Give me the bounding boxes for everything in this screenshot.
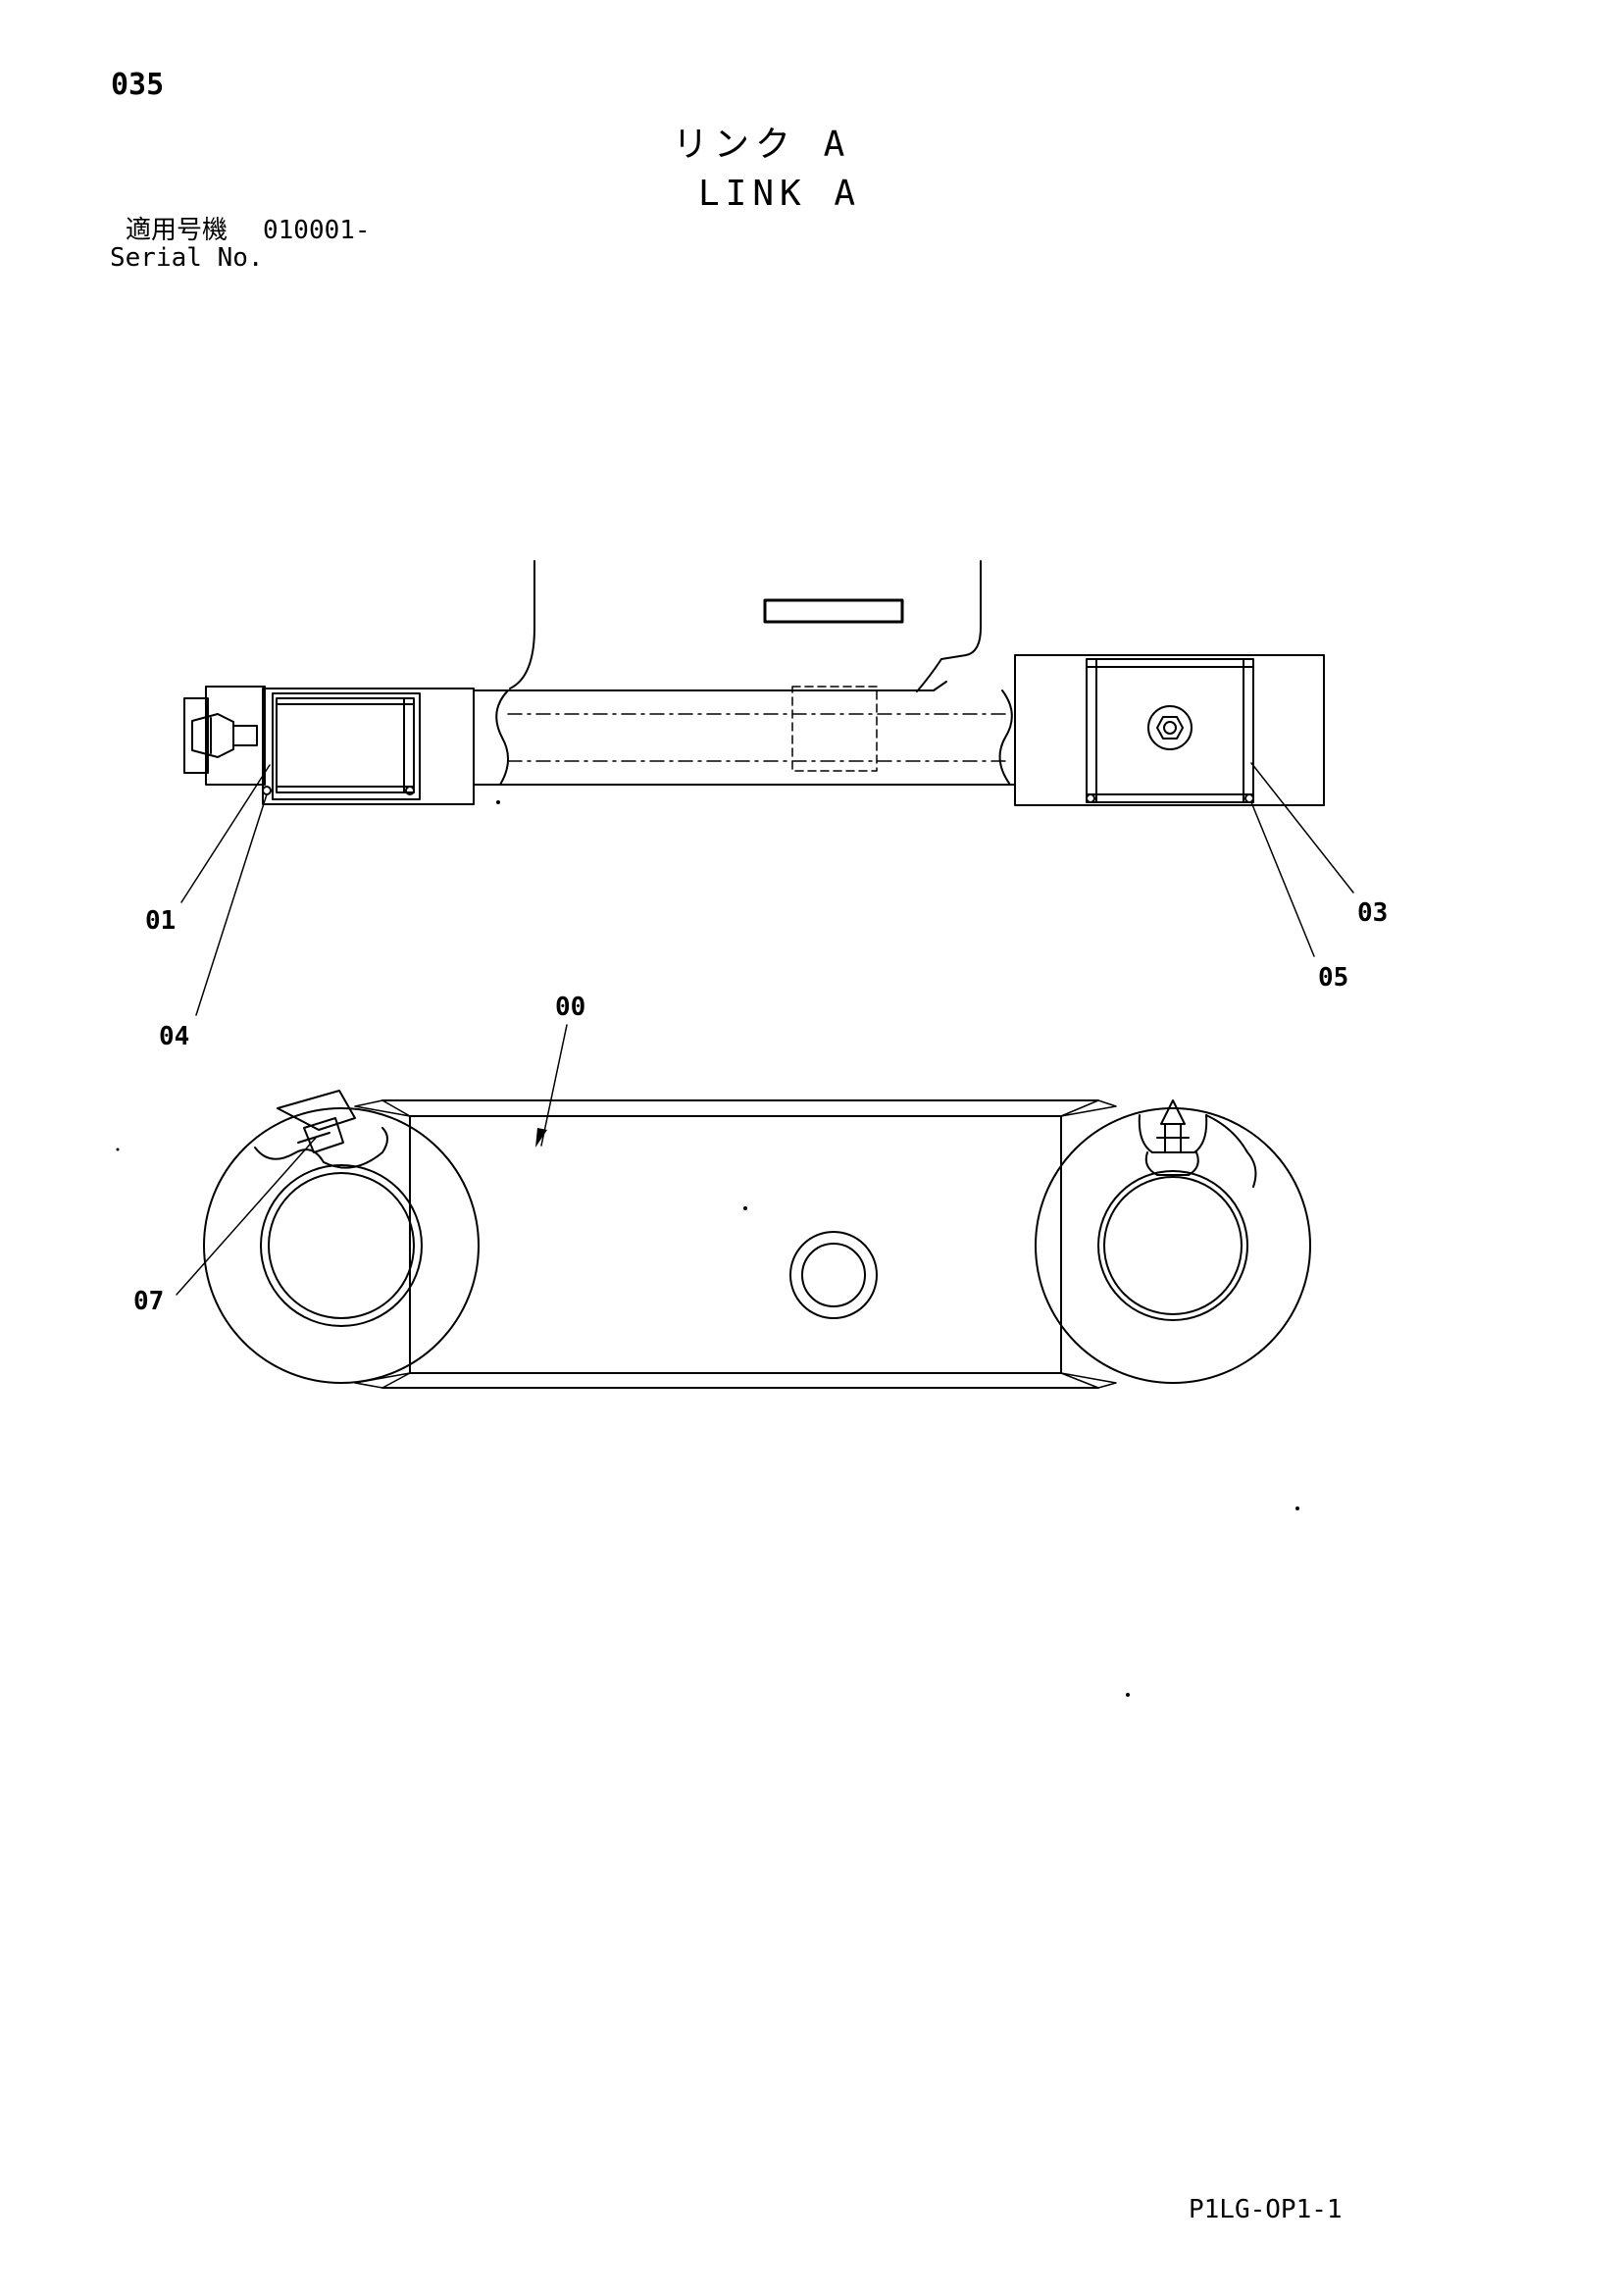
callout-04: 04 (159, 1022, 190, 1051)
callout-01: 01 (145, 906, 177, 936)
page-number: 035 (111, 68, 165, 102)
leader-lines (176, 762, 1354, 1296)
title-english: LINK A (698, 174, 862, 214)
document-code: P1LG-OP1-1 (1189, 2195, 1343, 2224)
serial-number-value: 010001- (263, 216, 371, 245)
side-view (203, 1090, 1311, 1389)
callout-05: 05 (1318, 963, 1349, 993)
title-japanese: リンク A (673, 125, 851, 165)
serial-label-japanese: 適用号機 (126, 216, 228, 245)
callout-07: 07 (133, 1287, 165, 1316)
top-view (183, 560, 1325, 806)
callout-03: 03 (1357, 898, 1389, 928)
serial-label-english: Serial No. (110, 243, 264, 273)
callout-00: 00 (555, 993, 586, 1022)
